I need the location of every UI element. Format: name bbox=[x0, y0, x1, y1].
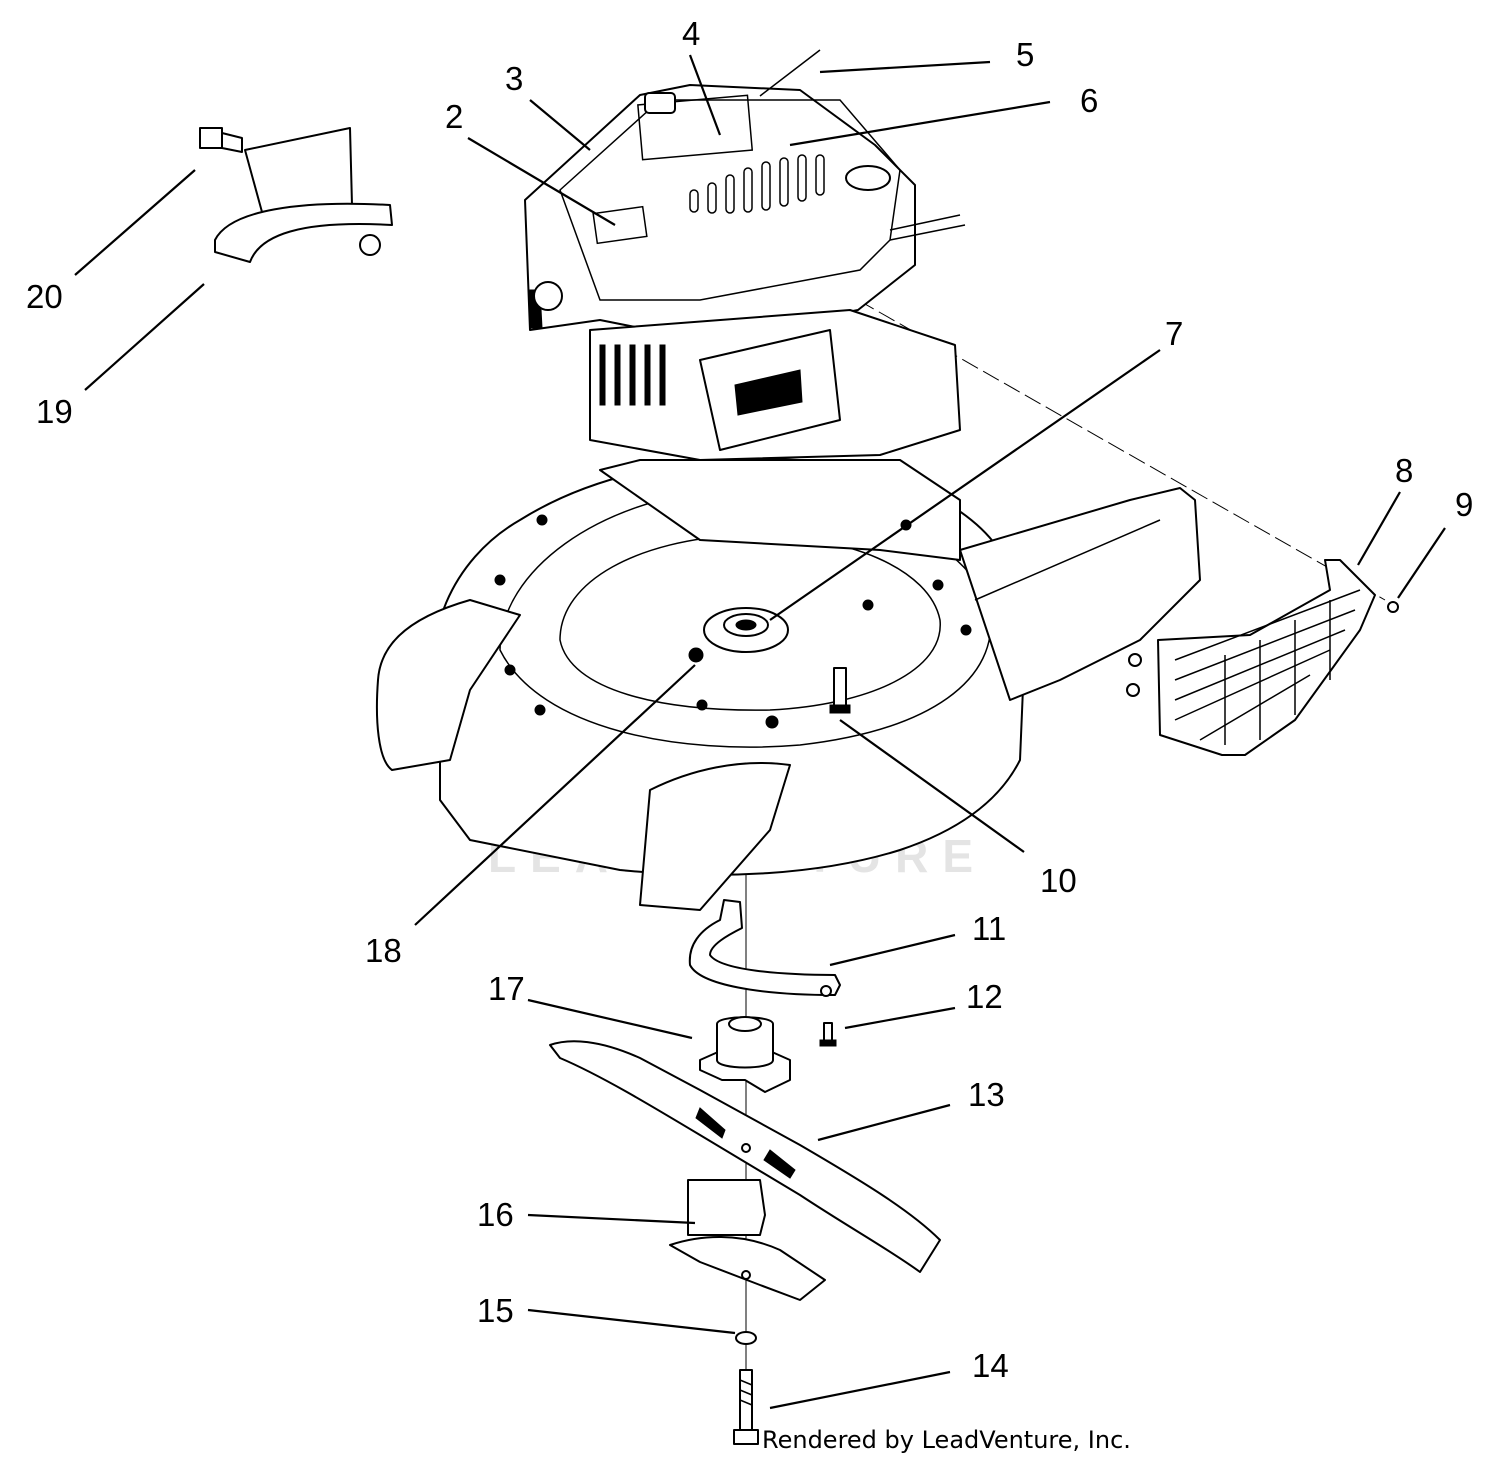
mower-blade[interactable] bbox=[549, 1040, 941, 1273]
crank-bearing bbox=[703, 607, 789, 653]
blade-bolt[interactable] bbox=[733, 1369, 759, 1445]
mower-deck[interactable] bbox=[375, 458, 1201, 911]
blade-washer bbox=[735, 1331, 757, 1345]
callout-labels: 2 3 4 5 6 7 8 9 10 11 12 13 14 15 16 17 … bbox=[26, 15, 1473, 1384]
callout-7: 7 bbox=[1165, 315, 1183, 352]
mulching-blade[interactable] bbox=[669, 1179, 826, 1301]
leader-15 bbox=[527, 1308, 736, 1335]
leader-16 bbox=[527, 1213, 696, 1225]
deck-stud bbox=[829, 667, 851, 714]
callout-19: 19 bbox=[36, 393, 73, 430]
callout-17: 17 bbox=[488, 970, 525, 1007]
callout-8: 8 bbox=[1395, 452, 1413, 489]
cooling-fins bbox=[599, 344, 666, 406]
callout-9: 9 bbox=[1455, 486, 1473, 523]
leader-18 bbox=[414, 664, 696, 926]
callout-14: 14 bbox=[972, 1347, 1009, 1384]
leader-19 bbox=[84, 283, 205, 391]
leader-2 bbox=[467, 137, 616, 226]
leader-9 bbox=[1397, 527, 1446, 599]
blade-adapter[interactable] bbox=[699, 1016, 791, 1093]
callout-16: 16 bbox=[477, 1196, 514, 1233]
blade-baffle[interactable] bbox=[688, 899, 841, 997]
callout-10: 10 bbox=[1040, 862, 1077, 899]
callout-5: 5 bbox=[1016, 36, 1034, 73]
leader-lines bbox=[74, 54, 1446, 1410]
leader-17 bbox=[527, 998, 693, 1040]
callout-6: 6 bbox=[1080, 82, 1098, 119]
engine[interactable] bbox=[524, 49, 966, 461]
leader-13 bbox=[817, 1103, 951, 1142]
leader-11 bbox=[829, 933, 956, 967]
leader-8 bbox=[1357, 491, 1401, 566]
leader-20 bbox=[74, 169, 196, 276]
callout-20: 20 bbox=[26, 278, 63, 315]
leader-14 bbox=[769, 1370, 951, 1410]
baffle-screw bbox=[819, 1022, 837, 1047]
callout-18: 18 bbox=[365, 932, 402, 969]
leader-10 bbox=[839, 719, 1025, 853]
mulch-deflector[interactable] bbox=[199, 127, 393, 263]
leader-3 bbox=[529, 99, 591, 151]
leader-7 bbox=[769, 349, 1161, 621]
leader-6 bbox=[789, 100, 1051, 147]
callout-3: 3 bbox=[505, 60, 523, 97]
callout-13: 13 bbox=[968, 1076, 1005, 1113]
callout-15: 15 bbox=[477, 1292, 514, 1329]
deflector-bolt bbox=[199, 127, 243, 153]
leader-12 bbox=[844, 1006, 956, 1030]
leader-5 bbox=[819, 60, 991, 74]
callout-12: 12 bbox=[966, 978, 1003, 1015]
deck-plug bbox=[688, 647, 704, 663]
callout-11: 11 bbox=[972, 910, 1006, 947]
leader-4 bbox=[688, 54, 722, 136]
shroud-louvers bbox=[689, 154, 825, 214]
rear-guard-grille bbox=[1174, 589, 1361, 745]
callout-4: 4 bbox=[682, 15, 700, 52]
callout-2: 2 bbox=[445, 98, 463, 135]
render-credit: Rendered by LeadVenture, Inc. bbox=[762, 1426, 1131, 1454]
rear-guard[interactable] bbox=[1126, 559, 1399, 756]
